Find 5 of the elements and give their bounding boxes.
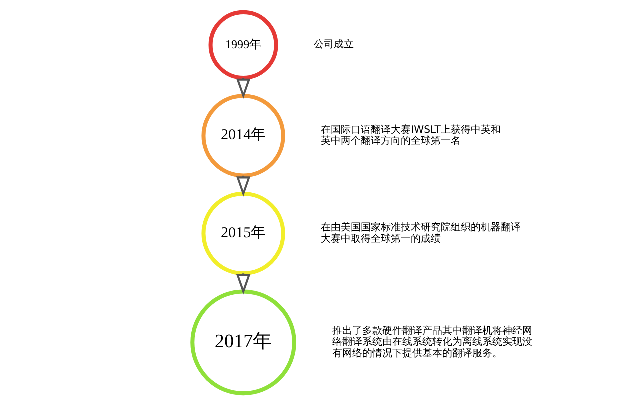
node-circle: 2017年 (190, 290, 296, 396)
node-label: 在由美国国家标准技术研究院组织的机器翻译大赛中取得全球第一的成绩 (321, 222, 522, 245)
node-label: 公司成立 (314, 40, 354, 51)
node-label: 推出了多款硬件翻译产品其中翻译机将神经网络翻译系统由在线系统转化为离线系统实现没有网络的情况下提供基本的翻译服务。 (332, 326, 532, 360)
node-label: 在国际口语翻译大赛IWSLT上获得中英和英中两个翻译方向的全球第一名 (321, 124, 501, 148)
